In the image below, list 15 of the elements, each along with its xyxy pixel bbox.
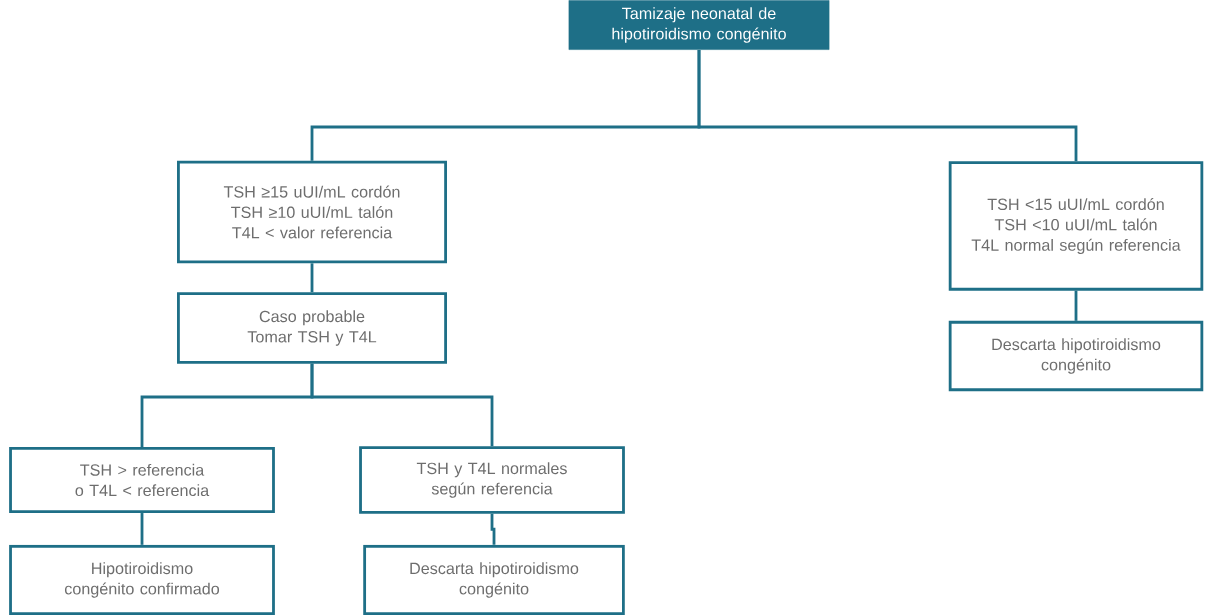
connector-line [697,49,1078,162]
process-box: Descarta hipotiroidismo congénito [948,320,1204,392]
title-box: Tamizaje neonatal de hipotiroidismo congénito [568,0,830,50]
process-box: Caso probable Tomar TSH y T4L [177,292,447,364]
connector-line [490,513,496,545]
process-box: TSH ≥15 uUI/mL cordón TSH ≥10 uUI/mL talón T4L < valor referencia [177,160,447,264]
process-box: TSH y T4L normales según referencia [359,446,625,514]
connector-line [140,513,144,545]
connector-line [310,263,314,293]
process-box: Hipotiroidismo congénito confirmado [9,544,275,615]
process-box: Descarta hipotiroidismo congénito [363,544,625,615]
connector-line [1074,290,1078,321]
connector-line [310,363,494,447]
process-box: TSH <15 uUI/mL cordón TSH <10 uUI/mL talón T4L normal según referencia [948,161,1204,291]
process-box: TSH > referencia o T4L < referencia [9,446,275,514]
